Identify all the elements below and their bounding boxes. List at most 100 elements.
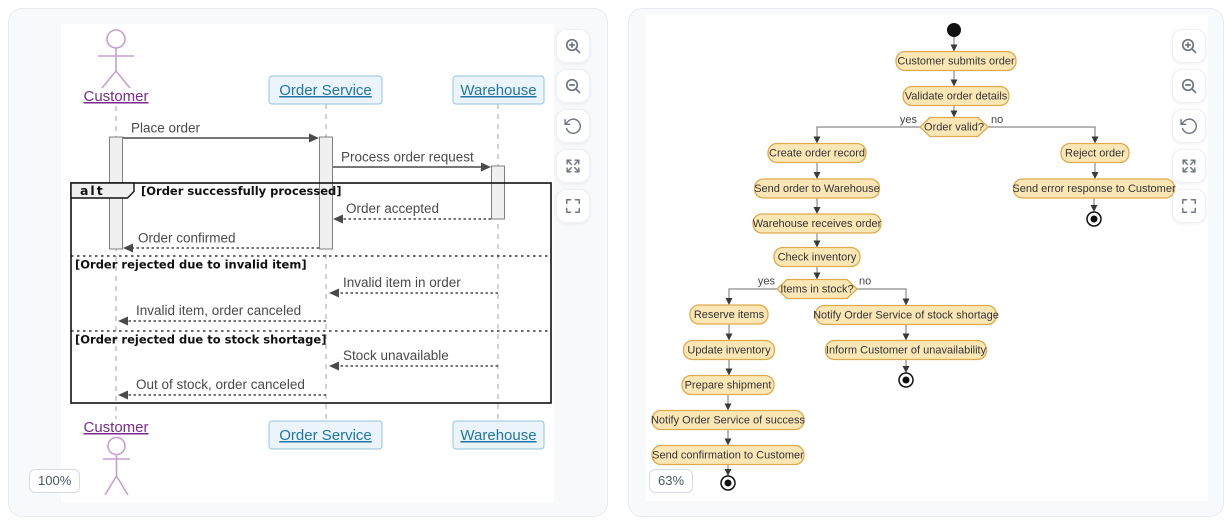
maximize-button[interactable] (1172, 149, 1206, 183)
start-node (947, 23, 961, 37)
alt-condition-1: [Order successfully processed] (141, 184, 342, 198)
activity-edges (724, 37, 1099, 476)
actor-label[interactable]: Customer (83, 88, 148, 105)
message-order-confirmed: Order confirmed (123, 231, 319, 253)
svg-text:Order accepted: Order accepted (346, 201, 439, 216)
activity-node: Reserve items (689, 304, 769, 325)
activity-node: Create order record (767, 142, 867, 164)
svg-text:Check inventory: Check inventory (778, 252, 857, 264)
activity-node: Validate order details (902, 85, 1010, 107)
activity-node: Send confirmation to Customer (651, 444, 805, 466)
end-node (720, 475, 736, 491)
participant-warehouse-top[interactable]: Warehouse (452, 75, 545, 105)
svg-text:Send order to Warehouse: Send order to Warehouse (754, 183, 880, 195)
right-panel-controls (1172, 29, 1206, 223)
participant-label[interactable]: Warehouse (460, 82, 536, 99)
zoom-out-button[interactable] (556, 69, 590, 103)
svg-text:Out of stock, order canceled: Out of stock, order canceled (136, 377, 305, 392)
activity-node: Reject order (1060, 142, 1130, 164)
svg-text:Stock unavailable: Stock unavailable (343, 348, 449, 363)
sequence-diagram-canvas[interactable]: Customer Order Service Warehouse Place o… (61, 24, 554, 503)
end-node (1086, 211, 1102, 227)
zoom-out-icon (1181, 78, 1197, 94)
zoom-level-badge: 63% (649, 469, 694, 493)
branch-label-no: no (859, 276, 871, 288)
participant-warehouse-bottom[interactable]: Warehouse (452, 420, 545, 450)
participant-order-service-bottom[interactable]: Order Service (268, 420, 383, 450)
svg-text:Notify Order Service of succes: Notify Order Service of success (651, 415, 806, 427)
svg-text:Inform Customer of unavailabil: Inform Customer of unavailability (826, 345, 987, 357)
branch-label-yes: yes (758, 276, 776, 288)
zoom-in-icon (1181, 38, 1197, 54)
actor-customer-top[interactable]: Customer (83, 29, 149, 105)
reset-view-icon (1180, 118, 1197, 134)
svg-text:Warehouse receives order: Warehouse receives order (753, 218, 882, 230)
actor-label[interactable]: Customer (83, 419, 148, 436)
svg-text:Order confirmed: Order confirmed (138, 231, 236, 246)
reset-view-icon (564, 118, 581, 134)
activity-node: Prepare shipment (681, 374, 775, 396)
branch-label-no: no (991, 114, 1003, 126)
svg-text:Reject order: Reject order (1065, 148, 1125, 160)
activation-warehouse (491, 165, 505, 220)
maximize-icon (566, 159, 580, 173)
zoom-in-button[interactable] (556, 29, 590, 63)
zoom-out-icon (565, 78, 581, 94)
end-node (898, 372, 914, 388)
participant-label[interactable]: Order Service (279, 82, 372, 99)
svg-text:Send error response to Custome: Send error response to Customer (1012, 183, 1176, 195)
svg-text:Notify Order Service of stock: Notify Order Service of stock shortage (813, 310, 999, 322)
activity-node: Notify Order Service of success (651, 409, 806, 431)
svg-text:Create order record: Create order record (769, 148, 865, 160)
participant-label[interactable]: Order Service (279, 427, 372, 444)
activity-node: Send error response to Customer (1012, 178, 1176, 199)
decision-node: Items in stock? yes no (758, 276, 871, 300)
message-process-order-request: Process order request (333, 150, 491, 172)
alt-frame: alt [Order successfully processed] [Orde… (70, 182, 552, 404)
svg-text:Invalid item, order canceled: Invalid item, order canceled (136, 303, 301, 318)
svg-text:Update inventory: Update inventory (687, 345, 771, 357)
participant-label[interactable]: Warehouse (460, 427, 536, 444)
message-order-accepted: Order accepted (333, 201, 491, 224)
activity-node: Update inventory (682, 339, 776, 361)
zoom-out-button[interactable] (1172, 69, 1206, 103)
activity-node: Check inventory (773, 246, 861, 268)
message-stock-unavailable: Stock unavailable (329, 348, 498, 371)
zoom-level-badge: 100% (29, 469, 81, 493)
reset-view-button[interactable] (1172, 109, 1206, 143)
maximize-button[interactable] (556, 149, 590, 183)
svg-text:Send confirmation to Customer: Send confirmation to Customer (652, 450, 804, 462)
alt-condition-3: [Order rejected due to stock shortage] (75, 333, 326, 347)
maximize-icon (1182, 159, 1196, 173)
activity-node: Customer submits order (895, 50, 1017, 72)
activity-node: Warehouse receives order (752, 213, 882, 234)
svg-text:Prepare shipment: Prepare shipment (685, 380, 772, 392)
actor-customer-bottom[interactable]: Customer (83, 419, 149, 496)
activity-node: Inform Customer of unavailability (824, 339, 988, 361)
svg-text:Validate order details: Validate order details (905, 91, 1008, 103)
fullscreen-button[interactable] (1172, 189, 1206, 223)
activity-diagram-canvas[interactable]: Customer submits order Validate order de… (646, 15, 1208, 501)
activity-diagram-panel: Customer submits order Validate order de… (628, 8, 1224, 517)
alt-condition-2: [Order rejected due to invalid item] (75, 258, 307, 272)
reset-view-button[interactable] (556, 109, 590, 143)
zoom-in-icon (565, 38, 581, 54)
fullscreen-button[interactable] (556, 189, 590, 223)
left-panel-controls (556, 29, 590, 223)
fullscreen-icon (1182, 199, 1196, 213)
zoom-in-button[interactable] (1172, 29, 1206, 63)
fullscreen-icon (566, 199, 580, 213)
alt-operator-label: alt (80, 183, 105, 198)
svg-text:Reserve items: Reserve items (694, 309, 765, 321)
participant-order-service-top[interactable]: Order Service (268, 75, 383, 105)
svg-text:Place order: Place order (131, 121, 201, 136)
decision-node: Order valid? yes no (900, 114, 1003, 138)
svg-text:Order valid?: Order valid? (924, 122, 984, 134)
activation-order-service (319, 136, 333, 250)
message-invalid-item-in-order: Invalid item in order (329, 275, 498, 298)
svg-text:Items in stock?: Items in stock? (780, 284, 853, 296)
activity-node: Notify Order Service of stock shortage (813, 304, 999, 326)
svg-text:Invalid item in order: Invalid item in order (343, 275, 461, 290)
svg-text:Process order request: Process order request (341, 150, 474, 165)
message-place-order: Place order (123, 121, 319, 143)
